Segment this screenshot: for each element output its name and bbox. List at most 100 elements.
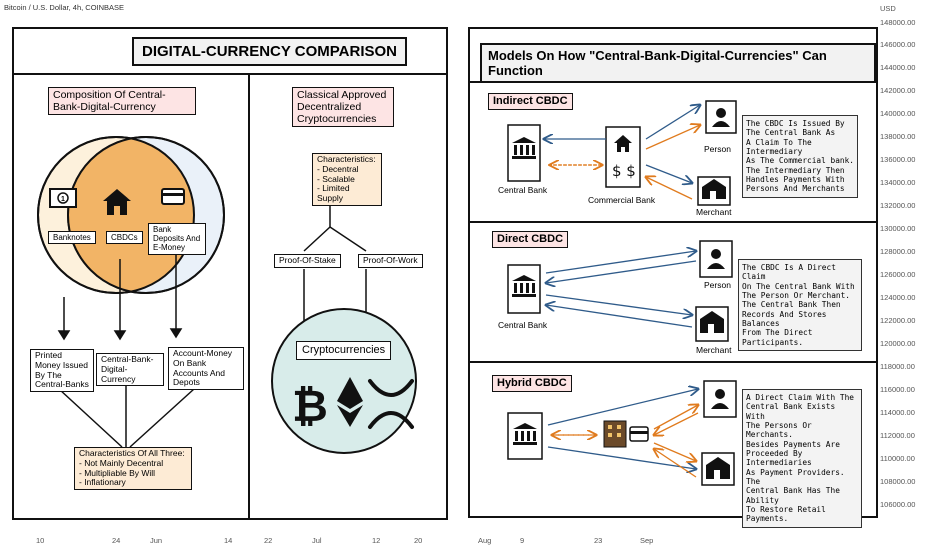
- account-money-box: Account-Money On Bank Accounts And Depot…: [168, 347, 244, 391]
- price-tick: 124000.00: [880, 293, 916, 302]
- merchant-label: Merchant: [696, 207, 732, 217]
- cryptocurrencies-label: Cryptocurrencies: [296, 341, 392, 360]
- chart-title: Bitcoin / U.S. Dollar, 4h, COINBASE: [4, 3, 125, 12]
- house-icon: [614, 135, 632, 152]
- all-three-item: - Inflationary: [79, 477, 126, 488]
- credit-card-icon: [629, 426, 649, 442]
- all-three-item: - Multipliable By Will: [79, 467, 156, 478]
- price-tick: 144000.00: [880, 63, 916, 72]
- price-tick: 128000.00: [880, 247, 916, 256]
- person-icon: [711, 389, 729, 409]
- proof-of-work-box: Proof-Of-Work: [358, 254, 423, 268]
- person-label: Person: [704, 144, 731, 154]
- shop-icon: [706, 457, 730, 479]
- divider: [470, 221, 876, 223]
- divider: [248, 75, 250, 518]
- right-panel: Models On How "Central-Bank-Digital-Curr…: [468, 27, 878, 528]
- price-tick: 116000.00: [880, 385, 915, 394]
- price-tick: 142000.00: [880, 86, 916, 95]
- time-tick: 22: [264, 536, 273, 545]
- house-icon: [103, 189, 131, 215]
- person-label: Person: [704, 280, 731, 290]
- price-tick: 134000.00: [880, 178, 916, 187]
- shop-icon: [702, 179, 726, 199]
- time-tick: 20: [414, 536, 423, 545]
- banknote-icon: 1: [49, 188, 77, 208]
- comparison-title: DIGITAL-CURRENCY COMPARISON: [132, 37, 407, 66]
- bank-icon: [513, 423, 537, 445]
- price-tick: 110000.00: [880, 454, 915, 463]
- time-tick: Jun: [150, 536, 163, 545]
- price-tick: 106000.00: [880, 500, 916, 509]
- proof-of-stake-box: Proof-Of-Stake: [274, 254, 341, 268]
- price-tick: 112000.00: [880, 431, 915, 440]
- time-tick: Sep: [640, 536, 654, 545]
- xrp-icon: [368, 379, 414, 429]
- price-tick: 120000.00: [880, 339, 916, 348]
- price-tick: 122000.00: [880, 316, 916, 325]
- characteristics-box: Characteristics: - Decentral - Scalable …: [312, 153, 382, 206]
- bank-icon: [512, 275, 536, 297]
- central-bank-icon-box: [507, 264, 541, 314]
- all-three-title: Characteristics Of All Three:: [79, 448, 185, 458]
- time-tick: 9: [520, 536, 525, 545]
- char-item: - Decentral: [317, 163, 359, 174]
- bitcoin-icon: ₿: [292, 381, 328, 432]
- composition-title: Composition Of Central-Bank-Digital-Curr…: [48, 87, 196, 116]
- time-tick: 23: [594, 536, 603, 545]
- price-tick: 126000.00: [880, 270, 916, 279]
- price-tick: 148000.00: [880, 18, 916, 27]
- hybrid-title: Hybrid CBDC: [492, 375, 572, 392]
- time-tick: Jul: [312, 536, 322, 545]
- classical-title: Classical Approved Decentralized Cryptoc…: [292, 87, 394, 128]
- price-tick: 132000.00: [880, 201, 916, 210]
- building-icon: [603, 420, 627, 448]
- char-item: - Scalable: [317, 173, 355, 184]
- divider: [14, 73, 446, 75]
- price-tick: 130000.00: [880, 224, 916, 233]
- printed-money-box: Printed Money Issued By The Central-Bank…: [30, 349, 94, 393]
- shop-icon: [700, 311, 724, 333]
- venn-label-banknotes: Banknotes: [48, 231, 96, 245]
- central-bank-label: Central Bank: [498, 185, 548, 195]
- axis-currency: USD: [880, 4, 896, 13]
- svg-text:1: 1: [61, 196, 65, 203]
- time-tick: 24: [112, 536, 121, 545]
- price-tick: 136000.00: [880, 155, 916, 164]
- divider: [470, 361, 876, 363]
- models-title: Models On How "Central-Bank-Digital-Curr…: [480, 43, 876, 83]
- price-tick: 140000.00: [880, 109, 916, 118]
- price-tick: 114000.00: [880, 408, 915, 417]
- central-bank-icon-box: [507, 124, 541, 182]
- time-axis[interactable]: 10 24 Jun 14 22 Jul 12 20 Aug 9 23 Sep: [0, 532, 876, 550]
- commercial-bank-box: [605, 126, 641, 188]
- merchant-label: Merchant: [696, 345, 732, 355]
- cbdc-box: Central-Bank-Digital-Currency: [96, 353, 164, 387]
- all-three-item: - Not Mainly Decentral: [79, 457, 164, 468]
- price-tick: 108000.00: [880, 477, 916, 486]
- person-icon: [712, 108, 730, 127]
- time-tick: 14: [224, 536, 233, 545]
- time-tick: 12: [372, 536, 381, 545]
- all-three-box: Characteristics Of All Three: - Not Main…: [74, 447, 192, 491]
- price-tick: 146000.00: [880, 40, 916, 49]
- right-diagram-svg: $ $: [507, 100, 737, 486]
- price-axis[interactable]: USD 148000.00 146000.00 144000.00 142000…: [876, 0, 932, 550]
- char-item: - Limited Supply: [317, 183, 350, 204]
- central-bank-icon-box: [507, 412, 543, 460]
- time-tick: Aug: [478, 536, 492, 545]
- direct-title: Direct CBDC: [492, 231, 569, 248]
- char-title: Characteristics:: [317, 154, 376, 164]
- ethereum-icon: [337, 377, 363, 427]
- time-tick: 10: [36, 536, 45, 545]
- left-panel: DIGITAL-CURRENCY COMPARISON Composition …: [12, 27, 448, 520]
- dollar-icon: $ $: [612, 162, 636, 180]
- price-tick: 118000.00: [880, 362, 915, 371]
- venn-label-cbdcs: CBDCs: [106, 231, 143, 245]
- person-icon: [707, 249, 725, 269]
- credit-card-icon: [161, 188, 185, 205]
- central-bank-label: Central Bank: [498, 320, 548, 330]
- venn-label-deposits: Bank Deposits And E-Money: [148, 223, 206, 255]
